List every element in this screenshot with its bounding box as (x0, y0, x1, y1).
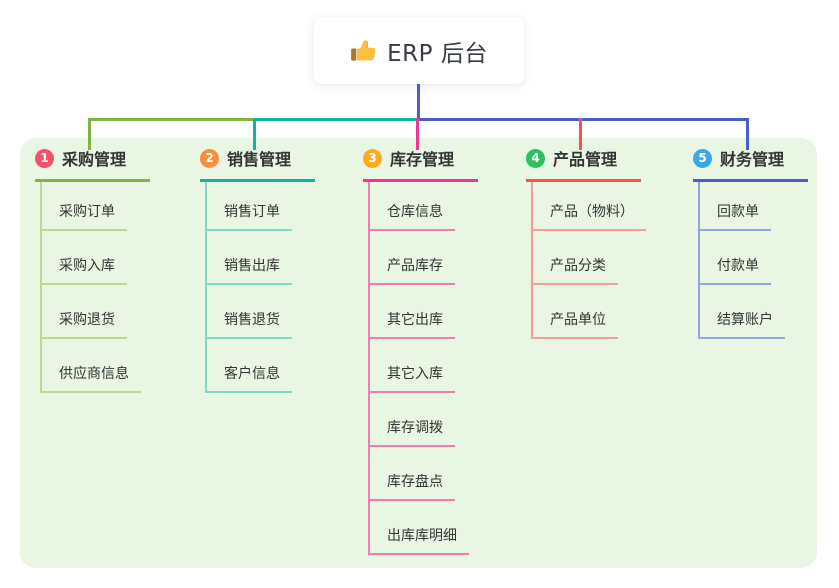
child-item[interactable]: 销售退货 (207, 309, 292, 339)
child-row: 其它入库 (370, 339, 478, 393)
child-item[interactable]: 采购退货 (42, 309, 127, 339)
child-item[interactable]: 采购入库 (42, 255, 127, 285)
mindmap-canvas (20, 138, 817, 568)
child-row: 付款单 (700, 231, 808, 285)
child-item[interactable]: 其它入库 (370, 363, 455, 393)
child-row: 结算账户 (700, 285, 808, 339)
child-item[interactable]: 结算账户 (700, 309, 785, 339)
branch-header[interactable]: 5 财务管理 (693, 146, 808, 182)
child-row: 客户信息 (207, 339, 315, 393)
child-row: 采购订单 (42, 182, 150, 231)
branch-number-badge: 4 (526, 148, 545, 168)
child-row: 库存调拨 (370, 393, 478, 447)
child-row: 回款单 (700, 182, 808, 231)
connector-line (746, 118, 749, 150)
branch-children: 产品（物料） 产品分类产品单位 (531, 182, 646, 339)
child-item[interactable]: 回款单 (700, 201, 771, 231)
connector-line (253, 118, 421, 121)
connector-line (88, 118, 91, 150)
branch-header[interactable]: 1 采购管理 (35, 146, 150, 182)
branch-children: 销售订单销售出库销售退货客户信息 (205, 182, 315, 393)
connector-line (416, 118, 419, 150)
branch-label: 财务管理 (720, 150, 785, 169)
child-row: 出库库明细 (370, 501, 478, 555)
thumbs-up-icon (350, 37, 377, 64)
child-item[interactable]: 采购订单 (42, 201, 127, 231)
child-row: 产品（物料） (533, 182, 646, 231)
child-row: 采购退货 (42, 285, 150, 339)
child-row: 其它出库 (370, 285, 478, 339)
branch-column: 1 采购管理采购订单采购入库采购退货供应商信息 (35, 146, 150, 393)
branch-column: 4 产品管理产品（物料） 产品分类产品单位 (526, 146, 646, 339)
branch-label: 库存管理 (390, 150, 455, 169)
branch-number-badge: 5 (693, 148, 712, 168)
child-item[interactable]: 产品（物料） (533, 201, 646, 231)
child-item[interactable]: 库存调拨 (370, 417, 455, 447)
child-item[interactable]: 付款单 (700, 255, 771, 285)
root-label: ERP 后台 (387, 40, 488, 67)
child-row: 销售退货 (207, 285, 315, 339)
branch-header[interactable]: 4 产品管理 (526, 146, 641, 182)
child-item[interactable]: 产品分类 (533, 255, 618, 285)
branch-header[interactable]: 2 销售管理 (200, 146, 315, 182)
child-item[interactable]: 仓库信息 (370, 201, 455, 231)
connector-line (579, 118, 582, 150)
child-row: 产品单位 (533, 285, 646, 339)
branch-column: 5 财务管理回款单付款单结算账户 (693, 146, 808, 339)
branch-children: 仓库信息产品库存其它出库其它入库库存调拨库存盘点出库库明细 (368, 182, 478, 555)
child-item[interactable]: 销售出库 (207, 255, 292, 285)
child-row: 供应商信息 (42, 339, 150, 393)
child-item[interactable]: 出库库明细 (370, 525, 469, 555)
child-row: 仓库信息 (370, 182, 478, 231)
connector-line (88, 118, 256, 121)
branch-children: 采购订单采购入库采购退货供应商信息 (40, 182, 150, 393)
child-item[interactable]: 库存盘点 (370, 471, 455, 501)
branch-header[interactable]: 3 库存管理 (363, 146, 478, 182)
child-item[interactable]: 销售订单 (207, 201, 292, 231)
branch-children: 回款单付款单结算账户 (698, 182, 808, 339)
branch-label: 采购管理 (62, 150, 127, 169)
child-row: 产品库存 (370, 231, 478, 285)
branch-number-badge: 2 (200, 148, 219, 168)
child-item[interactable]: 供应商信息 (42, 363, 141, 393)
branch-column: 2 销售管理销售订单销售出库销售退货客户信息 (200, 146, 315, 393)
child-row: 销售出库 (207, 231, 315, 285)
child-item[interactable]: 客户信息 (207, 363, 292, 393)
child-row: 产品分类 (533, 231, 646, 285)
branch-number-badge: 1 (35, 148, 54, 168)
child-item[interactable]: 其它出库 (370, 309, 455, 339)
child-row: 采购入库 (42, 231, 150, 285)
root-node[interactable]: ERP 后台 (314, 17, 524, 84)
branch-label: 销售管理 (227, 150, 292, 169)
branch-column: 3 库存管理仓库信息产品库存其它出库其它入库库存调拨库存盘点出库库明细 (363, 146, 478, 555)
child-item[interactable]: 产品单位 (533, 309, 618, 339)
branch-number-badge: 3 (363, 148, 382, 168)
branch-label: 产品管理 (553, 150, 618, 169)
child-row: 库存盘点 (370, 447, 478, 501)
child-item[interactable]: 产品库存 (370, 255, 455, 285)
connector-line (253, 118, 256, 150)
connector-line (417, 118, 749, 121)
child-row: 销售订单 (207, 182, 315, 231)
connector-line (417, 84, 420, 121)
